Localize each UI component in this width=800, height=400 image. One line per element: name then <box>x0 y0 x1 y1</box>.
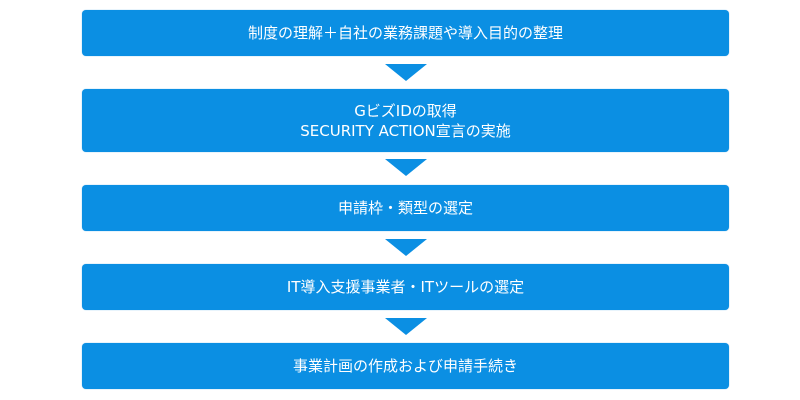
flow-step-5: 事業計画の作成および申請手続き <box>82 343 729 389</box>
step-label: SECURITY ACTION宣言の実施 <box>300 121 511 140</box>
step-label: 制度の理解＋自社の業務課題や導入目的の整理 <box>247 24 563 42</box>
step-label: 申請枠・類型の選定 <box>337 199 473 217</box>
down-arrow-icon <box>385 239 427 256</box>
down-arrow-icon <box>385 64 427 81</box>
step-label: IT導入支援事業者・ITツールの選定 <box>286 278 525 296</box>
down-arrow-icon <box>385 318 427 335</box>
flow-step-4: IT導入支援事業者・ITツールの選定 <box>82 264 729 310</box>
step-label: 事業計画の作成および申請手続き <box>292 357 518 375</box>
flow-step-3: 申請枠・類型の選定 <box>82 185 729 231</box>
down-arrow-icon <box>385 159 427 176</box>
flow-step-1: 制度の理解＋自社の業務課題や導入目的の整理 <box>82 10 729 56</box>
step-label: GビズIDの取得 <box>354 101 457 120</box>
flow-step-2: GビズIDの取得 SECURITY ACTION宣言の実施 <box>82 89 729 152</box>
